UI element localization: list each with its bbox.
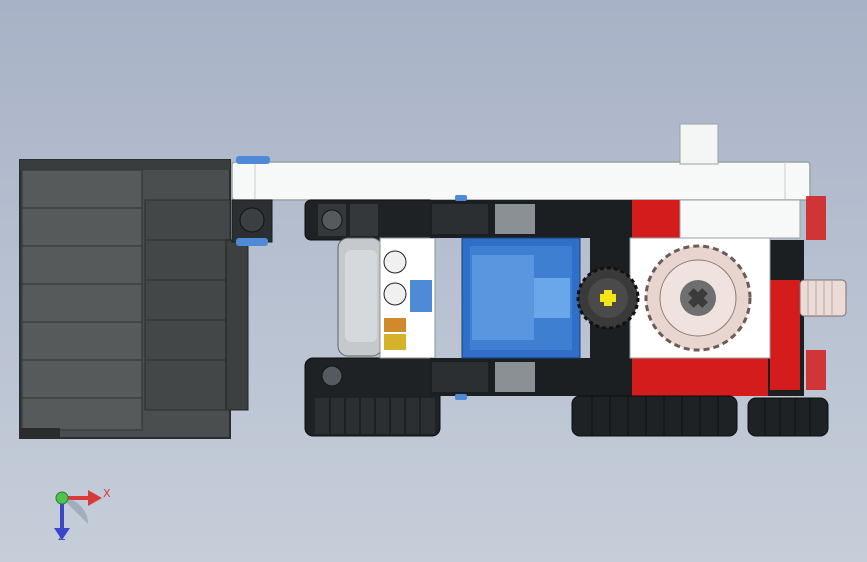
z-axis-label: Z xyxy=(58,530,66,543)
wheel-rear-right[interactable] xyxy=(747,397,829,437)
wheel-rear-left[interactable] xyxy=(571,395,738,437)
arm-beam[interactable] xyxy=(231,123,811,246)
orientation-triad: X Z xyxy=(40,478,120,548)
bucket[interactable] xyxy=(19,159,249,439)
small-gear[interactable] xyxy=(576,266,640,330)
wheel-front-top[interactable] xyxy=(304,199,436,241)
rear-axle-gear[interactable] xyxy=(799,279,847,317)
wheel-front-bottom[interactable] xyxy=(304,357,441,437)
large-gear[interactable] xyxy=(644,244,752,352)
x-axis-label: X xyxy=(103,487,111,500)
engine-block[interactable] xyxy=(337,237,436,359)
blue-block[interactable] xyxy=(461,237,581,359)
triad-graphic xyxy=(54,490,102,540)
